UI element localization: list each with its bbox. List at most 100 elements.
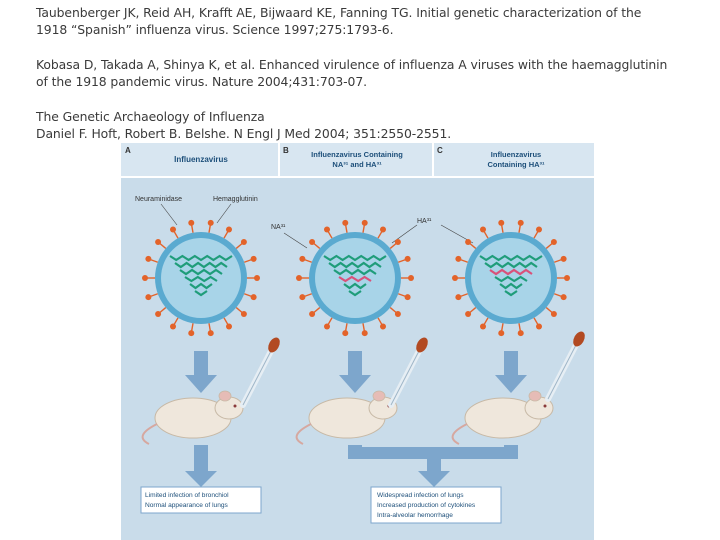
virus-spike-tip bbox=[241, 311, 247, 317]
virus-spike-tip bbox=[465, 239, 471, 245]
virus-spike-tip bbox=[226, 323, 232, 329]
reference-1-line-1: Taubenberger JK, Reid AH, Krafft AE, Bij… bbox=[36, 4, 706, 21]
reference-3-title: The Genetic Archaeology of Influenza bbox=[36, 108, 706, 125]
virus-spike-tip bbox=[254, 275, 260, 281]
virus-spike-tip bbox=[342, 330, 348, 336]
virus-spike-tip bbox=[241, 239, 247, 245]
virus-particle-c bbox=[452, 220, 570, 336]
virus-spike-tip bbox=[170, 227, 176, 233]
reference-1-line-2: 1918 “Spanish” influenza virus. Science … bbox=[36, 21, 706, 38]
virus-spike-tip bbox=[395, 239, 401, 245]
mouse-b bbox=[297, 391, 397, 444]
virus-spike-tip bbox=[324, 323, 330, 329]
virus-spike-tip bbox=[251, 294, 257, 300]
arrow-a-to-mouse bbox=[185, 351, 217, 393]
virus-spike-tip bbox=[536, 227, 542, 233]
hemagglutinin-label: Hemagglutinin bbox=[213, 196, 258, 203]
hemagglutinin-pointer bbox=[217, 204, 231, 223]
virus-spike-tip bbox=[142, 275, 148, 281]
outcome-widespread-line-2: Increased production of cytokines bbox=[377, 502, 476, 509]
virus-spike-tip bbox=[226, 227, 232, 233]
virus-spike-tip bbox=[299, 256, 305, 262]
mouse-eye bbox=[544, 405, 547, 408]
outcome-limited-line-2: Normal appearance of lungs bbox=[145, 502, 229, 509]
influenza-figure: A B C Influenzavirus Influenzavirus Cont… bbox=[121, 143, 594, 540]
dropper-c bbox=[548, 330, 587, 399]
mouse-head bbox=[215, 397, 243, 419]
virus-spike-tip bbox=[408, 275, 414, 281]
neuraminidase-label: Neuraminidase bbox=[135, 196, 182, 203]
virus-spike-tip bbox=[480, 323, 486, 329]
virus-spike-tip bbox=[498, 330, 504, 336]
reference-3-citation: Daniel F. Hoft, Robert B. Belshe. N Engl… bbox=[36, 125, 706, 142]
figure-canvas: A B C Influenzavirus Influenzavirus Cont… bbox=[121, 143, 594, 540]
na-1918-label: NA³¹ bbox=[271, 224, 286, 231]
panel-a-letter: A bbox=[125, 146, 131, 155]
virus-spike-tip bbox=[536, 323, 542, 329]
arrow-c-to-mouse bbox=[495, 351, 527, 393]
virus-spike-tip bbox=[208, 220, 214, 226]
panel-c-title-line-2: Containing HA³¹ bbox=[487, 160, 545, 169]
virus-spike-tip bbox=[518, 330, 524, 336]
panel-b-title-line-1: Influenzavirus Containing bbox=[311, 150, 403, 159]
virus-spike-tip bbox=[170, 323, 176, 329]
arrow-b-to-mouse bbox=[339, 351, 371, 393]
virus-spike-tip bbox=[145, 294, 151, 300]
panel-b-title-line-2: NA³¹ and HA³¹ bbox=[332, 160, 382, 169]
virus-spike-tip bbox=[405, 294, 411, 300]
virus-particle-a bbox=[142, 220, 260, 336]
panel-c-letter: C bbox=[437, 146, 443, 155]
virus-spike-tip bbox=[188, 220, 194, 226]
outcome-widespread-line-1: Widespread infection of lungs bbox=[377, 492, 464, 499]
virus-spike-tip bbox=[452, 275, 458, 281]
panel-a-title: Influenzavirus bbox=[174, 155, 228, 164]
mouse-eye bbox=[234, 405, 237, 408]
virus-spike-tip bbox=[551, 311, 557, 317]
virus-spike-tip bbox=[309, 311, 315, 317]
virus-spike-tip bbox=[155, 311, 161, 317]
arrow-a-to-outcome bbox=[185, 445, 217, 487]
virus-particle-b bbox=[296, 220, 414, 336]
virus-spike-tip bbox=[380, 323, 386, 329]
virus-spike-tip bbox=[208, 330, 214, 336]
virus-spike-tip bbox=[362, 330, 368, 336]
outcome-widespread-line-3: Intra-alveolar hemorrhage bbox=[377, 512, 453, 519]
virus-spike-tip bbox=[155, 239, 161, 245]
virus-spike-tip bbox=[498, 220, 504, 226]
virus-spike-tip bbox=[251, 256, 257, 262]
virus-spike-tip bbox=[518, 220, 524, 226]
mouse-ear bbox=[373, 391, 385, 401]
mouse-ear bbox=[529, 391, 541, 401]
dropper-tube-edge bbox=[391, 351, 419, 405]
mouse-c bbox=[453, 391, 553, 444]
virus-spike-tip bbox=[362, 220, 368, 226]
mouse-tail bbox=[453, 424, 467, 444]
virus-spike-tip bbox=[480, 227, 486, 233]
reference-2-line-2: of the 1918 pandemic virus. Nature 2004;… bbox=[36, 73, 706, 90]
virus-spike-tip bbox=[405, 256, 411, 262]
outcome-limited-box bbox=[141, 487, 261, 513]
dropper-b bbox=[391, 336, 430, 405]
mouse-ear bbox=[219, 391, 231, 401]
virus-spike-tip bbox=[465, 311, 471, 317]
mouse-a bbox=[143, 391, 243, 444]
virus-spike-tip bbox=[342, 220, 348, 226]
virus-spike-tip bbox=[296, 275, 302, 281]
ha-1918-label: HA³¹ bbox=[417, 218, 432, 225]
virus-spike-tip bbox=[324, 227, 330, 233]
na-1918-pointer bbox=[284, 233, 307, 248]
reference-list: Taubenberger JK, Reid AH, Krafft AE, Bij… bbox=[36, 4, 706, 142]
dropper-tube-edge bbox=[548, 345, 576, 399]
neuraminidase-pointer bbox=[161, 204, 177, 225]
virus-spike-tip bbox=[299, 294, 305, 300]
arrow-bc-merge bbox=[348, 445, 518, 487]
virus-spike-tip bbox=[551, 239, 557, 245]
outcome-limited-line-1: Limited infection of bronchiol bbox=[145, 492, 229, 499]
panel-c-title-line-1: Influenzavirus bbox=[491, 150, 541, 159]
virus-spike-tip bbox=[561, 256, 567, 262]
mouse-tail bbox=[143, 424, 157, 444]
virus-spike-tip bbox=[395, 311, 401, 317]
reference-3: The Genetic Archaeology of Influenza Dan… bbox=[36, 108, 706, 142]
reference-2-line-1: Kobasa D, Takada A, Shinya K, et al. Enh… bbox=[36, 56, 706, 73]
reference-2: Kobasa D, Takada A, Shinya K, et al. Enh… bbox=[36, 56, 706, 90]
